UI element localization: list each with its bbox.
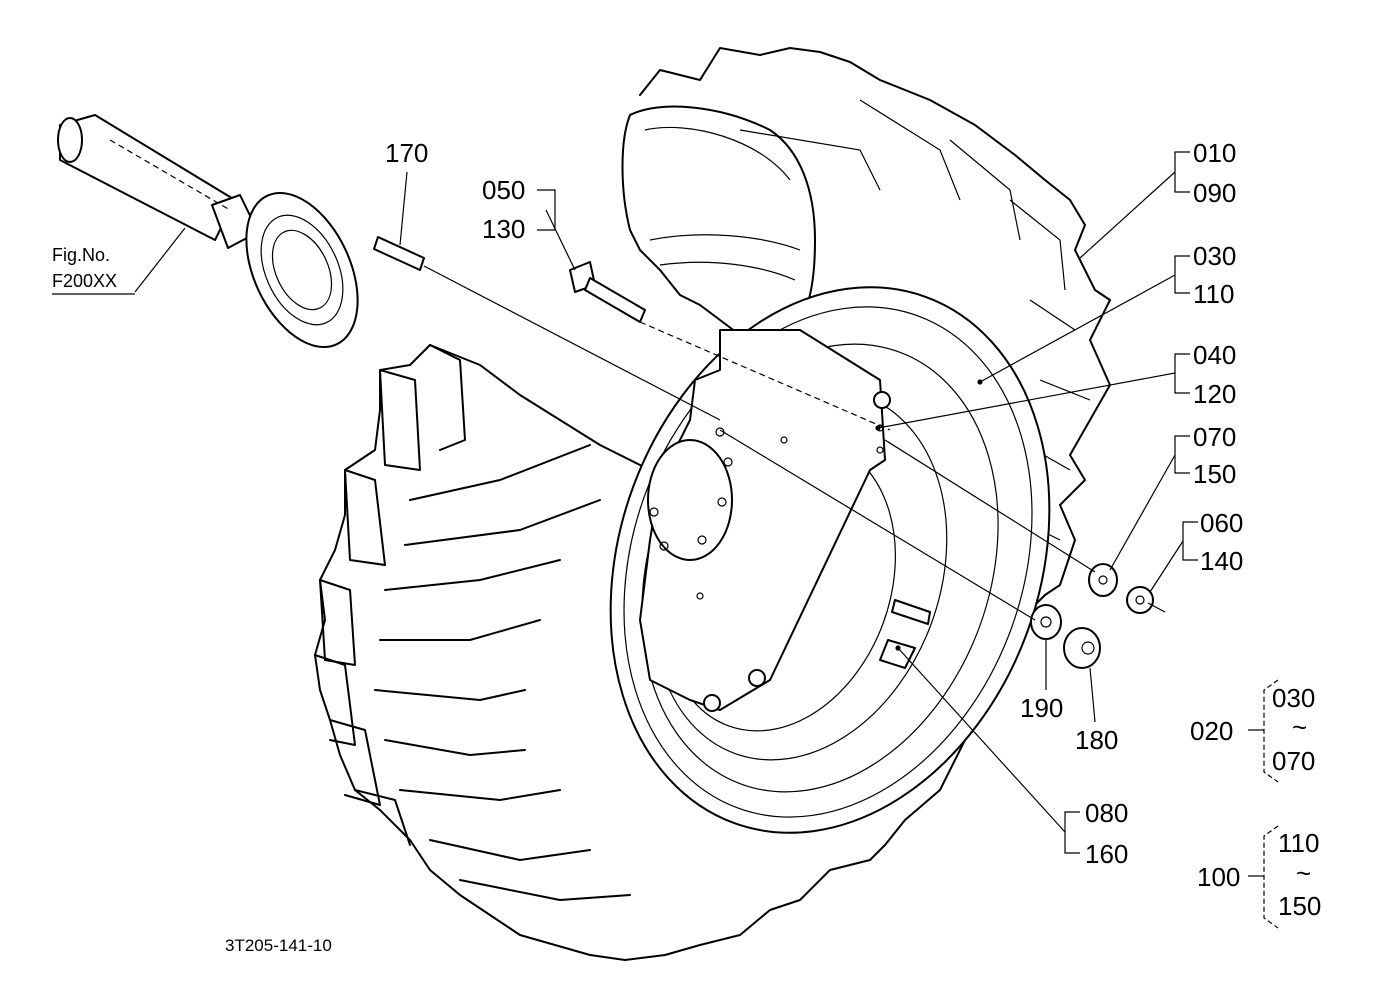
callout-090: 090 xyxy=(1193,178,1237,208)
washer-070-drawing xyxy=(1088,563,1118,597)
rim-drawing xyxy=(609,286,1051,834)
callout-040: 040 xyxy=(1193,340,1237,370)
assembly-lines xyxy=(423,265,1166,621)
assembly-020-from: 030 xyxy=(1272,683,1316,713)
callout-060: 060 xyxy=(1200,508,1244,538)
bolt-050-drawing xyxy=(569,261,646,323)
nut-060-drawing xyxy=(1126,586,1154,614)
assembly-100-to: 150 xyxy=(1278,891,1322,921)
assembly-braces xyxy=(1248,679,1279,929)
callout-050: 050 xyxy=(482,175,526,205)
callout-140: 140 xyxy=(1200,546,1244,576)
callout-150: 150 xyxy=(1193,459,1237,489)
callout-120: 120 xyxy=(1193,379,1237,409)
callout-160: 160 xyxy=(1085,839,1129,869)
callout-010: 010 xyxy=(1193,138,1237,168)
assembly-100-from: 110 xyxy=(1278,828,1320,858)
washer-190-drawing xyxy=(1030,604,1062,640)
callout-180: 180 xyxy=(1075,725,1119,755)
assembly-100-id: 100 xyxy=(1197,862,1241,892)
assembly-020-to: 070 xyxy=(1272,746,1316,776)
callout-070: 070 xyxy=(1193,422,1237,452)
callout-080: 080 xyxy=(1085,798,1129,828)
stud-170-drawing xyxy=(373,236,425,271)
callout-110: 110 xyxy=(1193,279,1235,309)
callout-030: 030 xyxy=(1193,241,1237,271)
assembly-100-tilde: ~ xyxy=(1296,858,1312,888)
leader-lines xyxy=(52,151,1198,854)
figure-ref-line1: Fig.No. xyxy=(52,245,111,265)
centerlines xyxy=(109,139,891,431)
assembly-020-id: 020 xyxy=(1190,716,1234,746)
drawing-code: 3T205-141-10 xyxy=(225,936,332,955)
figure-ref-line2: F200XX xyxy=(52,271,118,291)
assembly-020-tilde: ~ xyxy=(1292,712,1308,742)
callout-170: 170 xyxy=(385,138,429,168)
callout-190: 190 xyxy=(1020,693,1064,723)
callout-130: 130 xyxy=(482,214,526,244)
axle-drawing xyxy=(57,114,359,349)
